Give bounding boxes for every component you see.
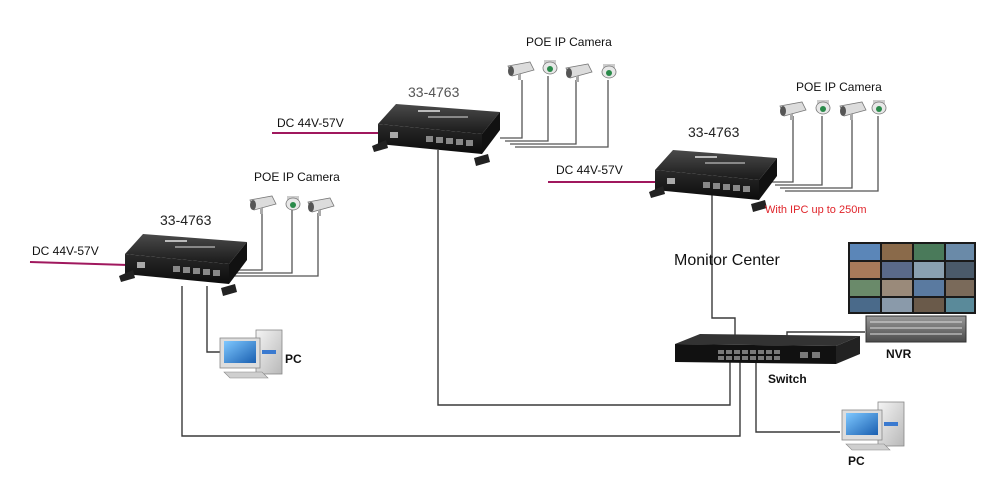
- video-wall-icon: [848, 242, 976, 314]
- switch-label: Switch: [768, 372, 807, 386]
- camera-group-label: POE IP Camera: [254, 170, 340, 184]
- pc-icon: [841, 401, 905, 451]
- monitor-center-label: Monitor Center: [674, 252, 780, 269]
- bullet-camera-icon: [779, 101, 807, 120]
- nvr-icon: [865, 315, 967, 343]
- dc-voltage-label: DC 44V-57V: [277, 116, 344, 130]
- dome-camera-icon: [815, 100, 831, 115]
- uplink-cables: [181, 150, 865, 437]
- pc-label: PC: [848, 454, 865, 468]
- injector-model-label: 33-4763: [160, 212, 212, 228]
- injector-model-label: 33-4763: [408, 84, 460, 100]
- switch-icon: [675, 334, 860, 364]
- dome-camera-icon: [542, 60, 558, 75]
- poe-injector: [649, 150, 777, 212]
- camera-cables: [222, 76, 879, 277]
- bullet-camera-icon: [307, 197, 335, 216]
- injector-model-label: 33-4763: [688, 124, 740, 140]
- distance-note: With IPC up to 250m: [765, 204, 867, 216]
- dc-power-line: [29, 261, 129, 266]
- bullet-camera-icon: [839, 101, 867, 120]
- poe-injector: [119, 234, 247, 296]
- bullet-camera-icon: [507, 61, 535, 80]
- camera-group-label: POE IP Camera: [796, 80, 882, 94]
- camera-group-label: POE IP Camera: [526, 35, 612, 49]
- bullet-camera-icon: [249, 195, 277, 214]
- dc-voltage-label: DC 44V-57V: [32, 244, 99, 258]
- dome-camera-icon: [601, 64, 617, 79]
- poe-injector: [372, 104, 500, 166]
- nvr-label: NVR: [886, 347, 912, 361]
- bullet-camera-icon: [565, 63, 593, 82]
- pc-label: PC: [285, 352, 302, 366]
- pc-icon: [219, 329, 283, 379]
- dc-voltage-label: DC 44V-57V: [556, 163, 623, 177]
- dome-camera-icon: [871, 100, 887, 115]
- dome-camera-icon: [285, 196, 301, 211]
